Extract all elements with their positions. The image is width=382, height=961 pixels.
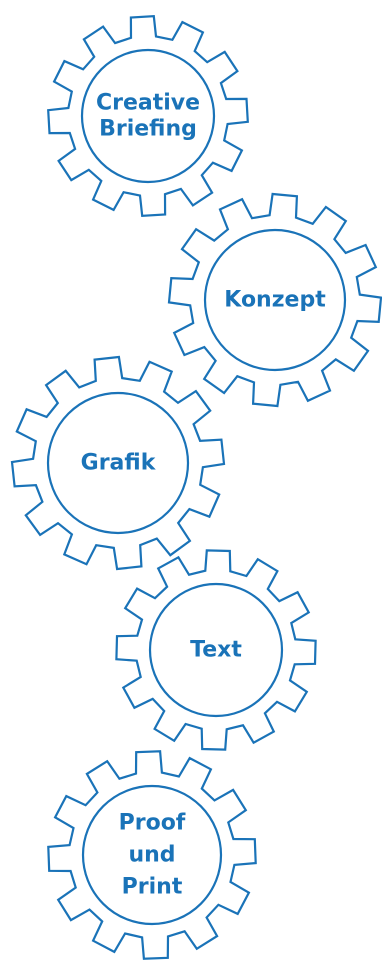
gear-label: Text — [190, 638, 242, 663]
gear-inner-circle — [46, 391, 190, 535]
gear-inner-circle — [81, 784, 223, 926]
gear-inner-circle — [203, 228, 347, 372]
gear-label: Proof — [119, 811, 186, 836]
gear-text: Text — [115, 549, 317, 751]
gear-label: und — [128, 843, 175, 868]
gear-inner-circle — [148, 582, 284, 718]
gear-label: Briefing — [99, 117, 197, 142]
gear-konzept: Konzept — [167, 192, 382, 408]
gear-label: Print — [122, 875, 183, 900]
gear-label: Grafik — [81, 451, 157, 476]
gear-label: Creative — [96, 91, 200, 116]
gear-grafik: Grafik — [10, 355, 226, 571]
gear-inner-circle — [80, 48, 216, 184]
gear-label: Konzept — [224, 288, 326, 313]
